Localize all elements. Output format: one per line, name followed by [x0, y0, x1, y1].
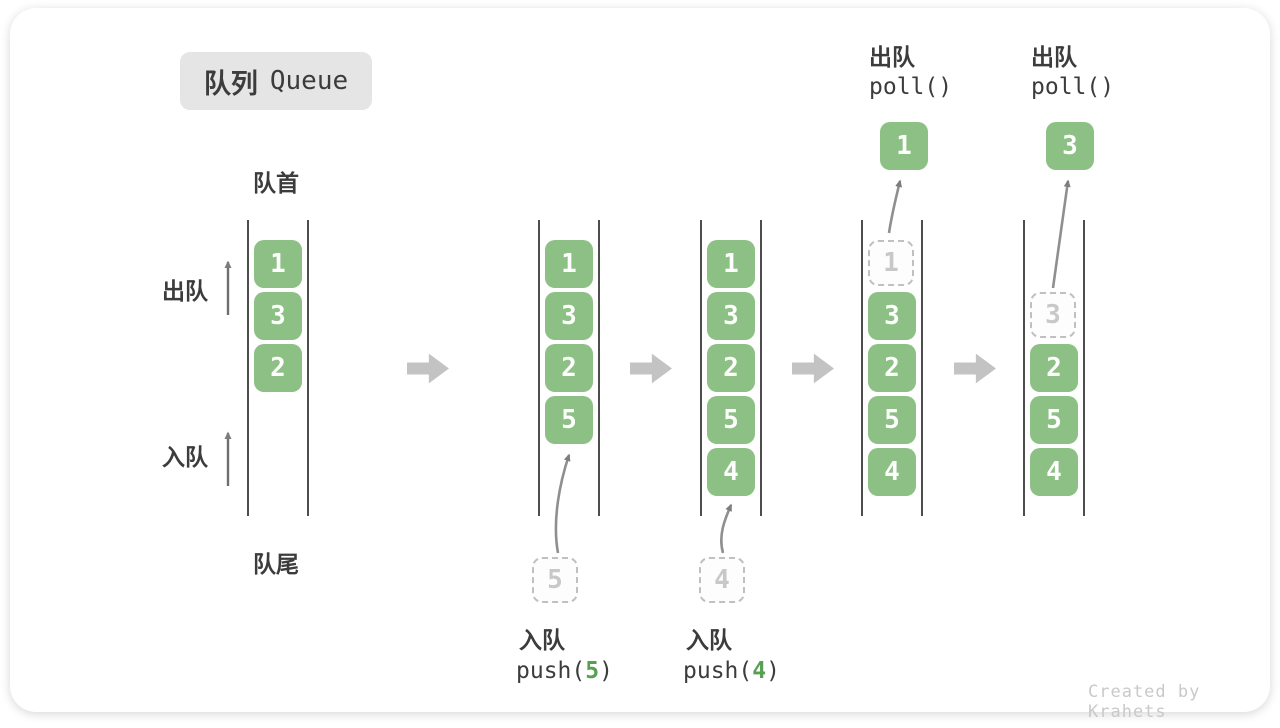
op-code-push5: push(5) [516, 658, 613, 684]
poll3-arrow-icon [1051, 179, 1071, 289]
push4-arrow-icon [719, 503, 733, 554]
queue-element: 5 [707, 396, 755, 444]
queue-wall-right [1083, 220, 1085, 516]
code-arg: 5 [585, 658, 600, 684]
removed-element: 3 [1030, 292, 1076, 338]
poll1-arrow-icon [887, 179, 903, 234]
op-code-push4: push(4) [683, 658, 780, 684]
title-en: Queue [269, 66, 349, 96]
code-prefix: push( [516, 658, 586, 684]
queue-element: 2 [545, 344, 593, 392]
queue-element: 3 [868, 292, 916, 340]
title-zh: 队列 [203, 68, 258, 99]
queue-element: 2 [254, 344, 302, 392]
queue-element: 2 [1030, 344, 1078, 392]
queue-wall-left [538, 220, 540, 516]
label-queue-rear: 队尾 [253, 551, 299, 577]
push5-arrow-icon [554, 453, 571, 554]
queue-wall-left [700, 220, 702, 516]
queue-wall-right [598, 220, 600, 516]
code-arg: 4 [752, 658, 767, 684]
op-label-dequeue: 出队 [869, 44, 915, 70]
queue-element: 4 [707, 448, 755, 496]
op-label-enqueue: 入队 [686, 627, 732, 653]
label-dequeue: 出队 [162, 278, 208, 304]
queue-element: 5 [545, 396, 593, 444]
polled-element: 3 [1046, 122, 1094, 170]
op-code-poll: poll() [1031, 74, 1115, 100]
code-prefix: push( [683, 658, 753, 684]
queue-element: 2 [707, 344, 755, 392]
queue-element: 4 [868, 448, 916, 496]
step-arrow-icon [954, 353, 996, 384]
queue-wall-right [307, 220, 309, 516]
queue-element: 5 [868, 396, 916, 444]
queue-element: 5 [1030, 396, 1078, 444]
diagram-card: 队列 Queue 队首 队尾 出队 入队 1 3 2 1 3 2 5 5 入队 … [10, 8, 1270, 722]
op-label-dequeue: 出队 [1031, 44, 1077, 70]
code-suffix: ) [599, 658, 613, 684]
op-label-enqueue: 入队 [519, 627, 565, 653]
incoming-element: 4 [699, 557, 745, 603]
op-code-poll: poll() [869, 74, 953, 100]
queue-wall-right [760, 220, 762, 516]
queue-element: 1 [707, 240, 755, 288]
code-suffix: ) [766, 658, 780, 684]
queue-element: 3 [707, 292, 755, 340]
queue-wall-left [1023, 220, 1025, 516]
queue-wall-left [247, 220, 249, 516]
removed-element: 1 [868, 240, 914, 286]
queue-element: 3 [254, 292, 302, 340]
incoming-element: 5 [532, 557, 578, 603]
title-badge: 队列 Queue [180, 52, 372, 110]
step-arrow-icon [792, 353, 834, 384]
step-arrow-icon [630, 353, 672, 384]
queue-element: 2 [868, 344, 916, 392]
label-queue-front: 队首 [253, 170, 299, 196]
queue-element: 3 [545, 292, 593, 340]
queue-element: 1 [254, 240, 302, 288]
watermark: Created by Krahets [1088, 682, 1201, 722]
polled-element: 1 [880, 122, 928, 170]
step-arrow-icon [407, 353, 449, 384]
queue-element: 1 [545, 240, 593, 288]
queue-element: 4 [1030, 448, 1078, 496]
queue-wall-left [861, 220, 863, 516]
queue-wall-right [921, 220, 923, 516]
label-enqueue: 入队 [162, 444, 208, 470]
